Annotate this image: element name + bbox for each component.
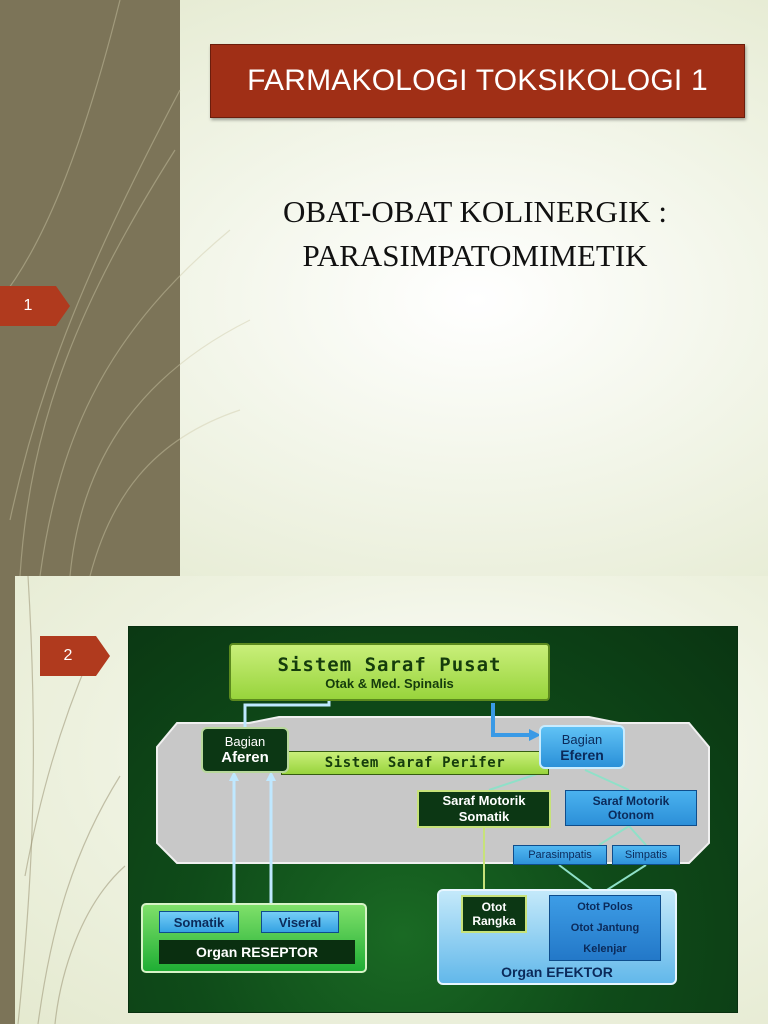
motorik-somatik-line-1: Saraf Motorik [442, 793, 526, 808]
subtitle-line-2: PARASIMPATOMIMETIK [302, 238, 648, 273]
sistem-saraf-pusat-box: Sistem Saraf Pusat Otak & Med. Spinalis [229, 643, 550, 701]
subtitle-line-1: OBAT-OBAT KOLINERGIK : [282, 194, 668, 229]
simpatis-box: Simpatis [612, 845, 680, 865]
motorik-somatik-line-2: Somatik [458, 809, 510, 824]
otot-polos-label: Otot Polos [577, 900, 633, 913]
viseral-box: Viseral [261, 911, 339, 933]
aferen-line-1: Bagian [224, 734, 266, 749]
decorative-swirl-lines [17, 576, 126, 1024]
parasimpatis-box: Parasimpatis [513, 845, 607, 865]
sistem-saraf-pusat-title: Sistem Saraf Pusat [277, 653, 502, 676]
otot-jantung-label: Otot Jantung [570, 921, 640, 934]
slide-number: 2 [63, 647, 73, 664]
eferen-line-2: Eferen [560, 746, 604, 763]
saraf-motorik-otonom-box: Saraf Motorik Otonom [565, 790, 697, 826]
nervous-system-diagram: Sistem Saraf Pusat Otak & Med. Spinalis … [128, 626, 738, 1013]
slide-number-badge: 2 [40, 636, 110, 676]
motorik-otonom-line-1: Saraf Motorik [592, 794, 670, 808]
otot-rangka-box: Otot Rangka [461, 895, 527, 933]
somatik-box: Somatik [159, 911, 239, 933]
bagian-eferen-box: Bagian Eferen [539, 725, 625, 769]
motorik-otonom-line-2: Otonom [608, 808, 654, 822]
slide-number: 1 [23, 297, 33, 314]
slide-title: FARMAKOLOGI TOKSIKOLOGI 1 [210, 44, 745, 118]
otot-polos-jantung-kelenjar-box: Otot Polos Otot Jantung Kelenjar [549, 895, 661, 961]
eferen-line-1: Bagian [561, 731, 603, 747]
badge-arrow-shape [40, 636, 110, 676]
decorative-swirl-lines [0, 0, 251, 576]
otot-rangka-line-2: Rangka [472, 914, 516, 928]
badge-arrow-shape [0, 286, 70, 326]
kelenjar-label: Kelenjar [583, 942, 627, 955]
slide-subtitle: OBAT-OBAT KOLINERGIK : PARASIMPATOMIMETI… [190, 190, 760, 278]
sistem-saraf-perifer-label: Sistem Saraf Perifer [324, 755, 506, 771]
aferen-line-2: Aferen [221, 749, 269, 766]
slide-1: FARMAKOLOGI TOKSIKOLOGI 1 OBAT-OBAT KOLI… [0, 0, 768, 576]
bagian-aferen-box: Bagian Aferen [201, 727, 289, 773]
slide-2: 2 [0, 576, 768, 1024]
saraf-motorik-somatik-box: Saraf Motorik Somatik [417, 790, 551, 828]
organ-efektor-label: Organ EFEKTOR [501, 964, 613, 980]
sistem-saraf-pusat-subtitle: Otak & Med. Spinalis [325, 675, 454, 691]
slide-number-badge: 1 [0, 286, 70, 326]
sistem-saraf-perifer-box: Sistem Saraf Perifer [281, 751, 549, 775]
organ-reseptor-label: Organ RESEPTOR [159, 940, 355, 964]
slide-sidebar [0, 576, 15, 1024]
otot-rangka-line-1: Otot [481, 900, 507, 914]
